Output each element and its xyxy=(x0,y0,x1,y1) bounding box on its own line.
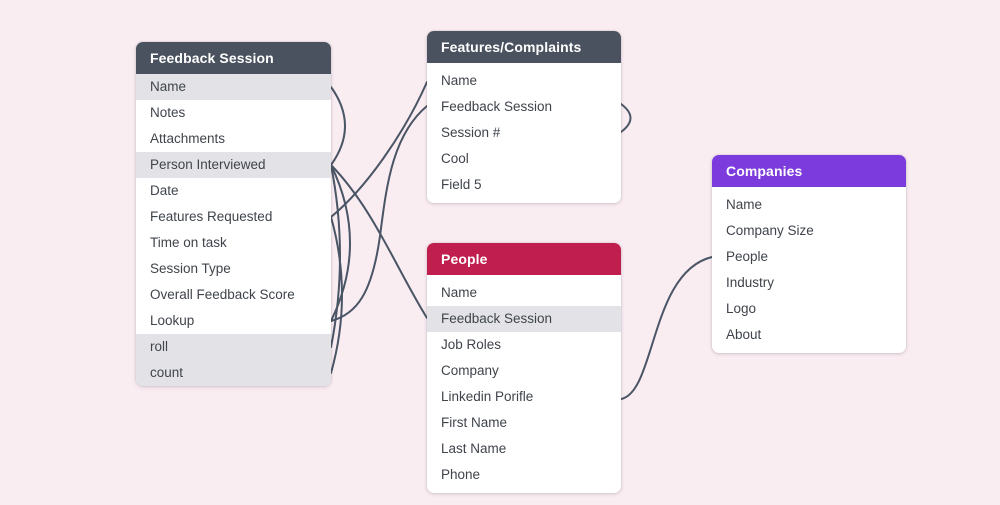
field-row-field-5[interactable]: Field 5 xyxy=(441,177,482,192)
arc-features-requested-to-count xyxy=(330,216,343,374)
field-row-first-name[interactable]: First Name xyxy=(441,415,508,430)
field-row-feedback-session[interactable]: Feedback Session xyxy=(427,306,621,332)
table-header-feedback-session[interactable]: Feedback Session xyxy=(136,42,331,74)
field-row-name[interactable]: Name xyxy=(441,73,478,88)
field-row-session-[interactable]: Session # xyxy=(441,125,501,140)
link-fc-feedback-session-to-lookup xyxy=(330,105,428,322)
field-row-count[interactable]: count xyxy=(136,360,331,386)
field-row-time-on-task[interactable]: Time on task xyxy=(150,235,227,250)
table-title: Companies xyxy=(726,163,803,179)
field-row-overall-feedback-score[interactable]: Overall Feedback Score xyxy=(150,287,295,302)
field-row-name[interactable]: Name xyxy=(726,197,763,212)
field-row-last-name[interactable]: Last Name xyxy=(441,441,507,456)
table-header-features-complaints[interactable]: Features/Complaints xyxy=(427,31,621,63)
field-row-job-roles[interactable]: Job Roles xyxy=(441,337,502,352)
field-row-notes[interactable]: Notes xyxy=(150,105,186,120)
arc-person-interviewed-to-roll xyxy=(330,164,341,348)
table-header-people[interactable]: People xyxy=(427,243,621,275)
field-row-people[interactable]: People xyxy=(726,249,769,264)
field-row-phone[interactable]: Phone xyxy=(441,467,481,482)
field-row-name[interactable]: Name xyxy=(136,74,331,100)
field-row-cool[interactable]: Cool xyxy=(441,151,469,166)
field-row-lookup[interactable]: Lookup xyxy=(150,313,195,328)
field-row-industry[interactable]: Industry xyxy=(726,275,775,290)
field-row-company[interactable]: Company xyxy=(441,363,499,378)
link-person-interviewed-to-people-feedback-session xyxy=(330,164,428,319)
field-row-linkedin-porifle[interactable]: Linkedin Porifle xyxy=(441,389,534,404)
arc-fc-feedback-session-to-session-number xyxy=(620,103,632,133)
table-title: People xyxy=(441,251,488,267)
field-row-roll[interactable]: roll xyxy=(136,334,331,360)
field-row-date[interactable]: Date xyxy=(150,183,179,198)
table-title: Features/Complaints xyxy=(441,39,582,55)
field-row-session-type[interactable]: Session Type xyxy=(150,261,231,276)
field-row-about[interactable]: About xyxy=(726,327,762,342)
field-row-attachments[interactable]: Attachments xyxy=(150,131,226,146)
arc-person-interviewed-to-lookup xyxy=(330,164,351,322)
table-header-companies[interactable]: Companies xyxy=(712,155,906,187)
field-row-logo[interactable]: Logo xyxy=(726,301,757,316)
table-title: Feedback Session xyxy=(150,50,274,66)
link-people-to-companies-people xyxy=(620,256,713,400)
link-features-requested-to-fc-name xyxy=(330,81,428,218)
field-row-name[interactable]: Name xyxy=(441,285,478,300)
field-row-features-requested[interactable]: Features Requested xyxy=(150,209,273,224)
field-row-feedback-session[interactable]: Feedback Session xyxy=(441,99,553,114)
field-row-person-interviewed[interactable]: Person Interviewed xyxy=(136,152,331,178)
arc-name-to-person-interviewed xyxy=(330,86,346,166)
field-row-company-size[interactable]: Company Size xyxy=(726,223,814,238)
